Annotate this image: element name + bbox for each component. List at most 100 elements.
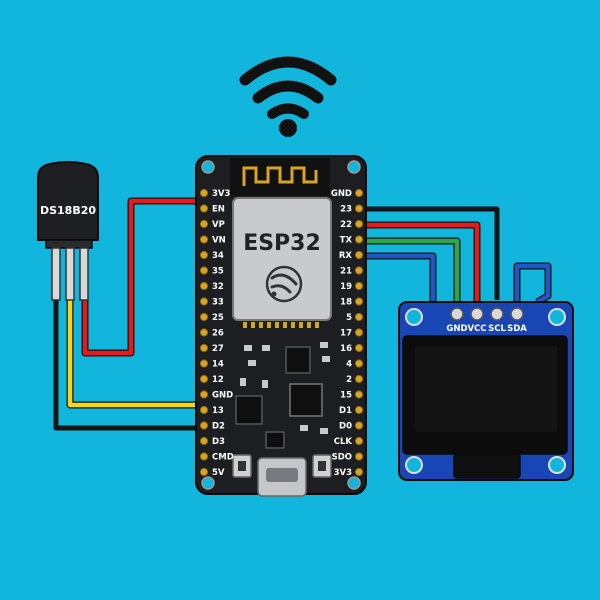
esp32-pin-right: 19 — [340, 281, 364, 292]
oled-mount-hole — [548, 456, 566, 474]
esp32-pin-right: 5 — [346, 312, 364, 323]
oled-ribbon — [453, 453, 521, 479]
wire-blue-sda — [360, 252, 437, 302]
esp32-label: ESP32 — [243, 231, 321, 256]
wire-black-gnd-oled — [360, 206, 500, 300]
esp32-pin-left: EN — [199, 204, 225, 215]
wires — [53, 197, 552, 431]
esp32-pin-left: 34 — [199, 250, 224, 261]
pin-label: D1 — [339, 406, 352, 416]
oled-mount-hole — [548, 308, 566, 326]
pin-label: CMD — [212, 453, 234, 463]
esp32-pin-left: 33 — [199, 297, 224, 308]
esp32-pin-left: 3V3 — [199, 188, 230, 199]
pin-pad — [199, 374, 209, 384]
pin-label: 34 — [212, 251, 224, 261]
pin-label: EN — [212, 205, 225, 215]
esp32-pin-right: 18 — [340, 297, 364, 308]
pin-pad — [354, 328, 364, 337]
pin-label: VN — [212, 236, 226, 246]
ds18b20-sensor: DS18B20 — [37, 161, 99, 301]
pin-pad — [354, 297, 364, 306]
boot-button[interactable] — [312, 454, 332, 478]
pin-label: 26 — [212, 329, 224, 339]
mount-hole — [201, 160, 215, 174]
pin-label: 15 — [340, 391, 352, 401]
oled-pin-label: SDA — [507, 324, 527, 334]
pin-pad — [354, 421, 364, 430]
esp32-pin-left: 12 — [199, 374, 224, 385]
oled-pin-label: VCC — [467, 324, 486, 334]
esp32-pin-left: 32 — [199, 281, 224, 292]
oled-pin: SCL — [488, 307, 506, 334]
pin-label: TX — [340, 236, 353, 246]
esp32-pin-right: 17 — [340, 328, 364, 339]
smd-components — [235, 342, 330, 449]
pin-label: 12 — [212, 375, 224, 385]
pin-label: RX — [339, 251, 353, 261]
esp32-pin-left: 14 — [199, 359, 224, 370]
pin-label: 5V — [212, 468, 225, 478]
mount-hole — [347, 160, 361, 174]
pin-pad — [199, 328, 209, 337]
pin-pad — [354, 390, 364, 399]
esp32-pin-right: 16 — [340, 343, 364, 354]
esp32-pin-right: CLK — [334, 436, 364, 447]
esp32-pin-left: 35 — [199, 266, 224, 277]
pin-label: GND — [331, 189, 352, 199]
en-button[interactable] — [232, 454, 252, 478]
pin-label: 27 — [212, 344, 224, 354]
pin-label: D3 — [212, 437, 225, 447]
esp32-pin-right: 21 — [340, 266, 364, 277]
pin-pad — [199, 235, 209, 244]
pin-label: 3V3 — [212, 189, 230, 199]
pin-pad — [199, 405, 209, 415]
pin-label: 19 — [340, 282, 352, 292]
esp32-pin-right: SDO — [332, 452, 364, 463]
oled-module — [398, 301, 574, 481]
oled-pin-pad — [470, 307, 484, 321]
pin-label: D2 — [212, 422, 225, 432]
esp32-pin-left: VP — [199, 219, 225, 230]
pin-label: 21 — [340, 267, 352, 277]
pin-pad — [199, 359, 209, 368]
pin-pad — [199, 297, 209, 306]
esp32-pin-left: 5V — [199, 467, 225, 478]
pin-pad — [354, 188, 364, 198]
micro-usb-port[interactable] — [257, 457, 307, 497]
pin-pad — [354, 235, 364, 244]
pin-label: VP — [212, 220, 225, 230]
pin-pad — [354, 312, 364, 322]
pin-pad — [199, 467, 209, 477]
pin-label: 3V3 — [334, 468, 352, 478]
esp32-pin-left: 27 — [199, 343, 224, 354]
pin-pad — [199, 188, 209, 198]
esp32-pin-right: D1 — [339, 405, 364, 416]
esp32-pin-left: D2 — [199, 421, 225, 432]
esp32-pin-left: 25 — [199, 312, 224, 323]
esp32-pin-right: 15 — [340, 390, 364, 401]
pin-label: 13 — [212, 406, 224, 416]
mount-hole — [201, 476, 215, 490]
wire-red-vcc — [81, 197, 201, 357]
pin-label: 16 — [340, 344, 352, 354]
pin-label: 35 — [212, 267, 224, 277]
esp32-pin-right: 23 — [340, 204, 364, 215]
pin-pad — [199, 452, 209, 461]
oled-mount-hole — [405, 308, 423, 326]
esp32-pin-right: TX — [340, 235, 364, 246]
pin-pad — [354, 452, 364, 461]
pin-label: 32 — [212, 282, 224, 292]
pin-pad — [354, 436, 364, 446]
esp32-pin-right: 4 — [346, 359, 364, 370]
pin-pad — [199, 219, 209, 229]
oled-pin: VCC — [467, 307, 487, 334]
esp32-pin-left: 13 — [199, 405, 224, 416]
esp32-pin-right: 22 — [340, 219, 364, 230]
oled-pin: SDA — [507, 307, 527, 334]
pin-pad — [354, 405, 364, 415]
esp32-pin-left: D3 — [199, 436, 225, 447]
pin-pad — [199, 390, 209, 399]
